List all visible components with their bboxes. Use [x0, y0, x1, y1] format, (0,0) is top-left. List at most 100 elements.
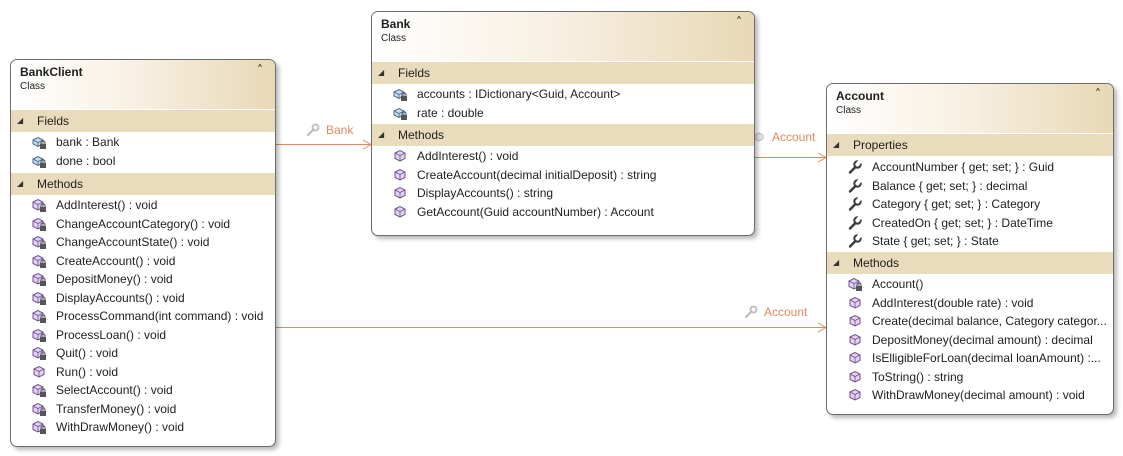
member-item[interactable]: SelectAccount() : void	[11, 381, 275, 400]
methods-list: Account() AddInterest(double rate) : void…	[827, 274, 1113, 405]
private-field-icon	[392, 105, 408, 121]
collapse-triangle-icon[interactable]: ◢	[17, 116, 24, 125]
section-methods-header[interactable]: ◢ Methods	[827, 252, 1113, 274]
class-bankclient[interactable]: BankClient Class ˄ ◢ Fields bank : Bank d…	[10, 59, 276, 447]
section-title: Methods	[398, 128, 445, 142]
member-item[interactable]: TransferMoney() : void	[11, 400, 275, 419]
member-item[interactable]: WithDrawMoney() : void	[11, 418, 275, 437]
member-item[interactable]: DepositMoney() : void	[11, 270, 275, 289]
member-item[interactable]: done : bool	[11, 152, 275, 171]
class-header[interactable]: BankClient Class ˄	[11, 60, 275, 110]
member-item[interactable]: DisplayAccounts() : void	[11, 289, 275, 308]
member-item[interactable]: WithDrawMoney(decimal amount) : void	[827, 386, 1113, 405]
public-method-icon	[392, 204, 408, 220]
class-kind: Class	[20, 81, 46, 92]
member-item[interactable]: accounts : IDictionary<Guid, Account>	[372, 85, 754, 104]
private-method-icon	[31, 327, 47, 343]
private-method-icon	[31, 345, 47, 361]
section-title: Fields	[37, 114, 70, 128]
member-item[interactable]: AccountNumber { get; set; } : Guid	[827, 158, 1113, 177]
member-item[interactable]: GetAccount(Guid accountNumber) : Account	[372, 203, 754, 222]
member-item[interactable]: IsElligibleForLoan(decimal loanAmount) :…	[827, 349, 1113, 368]
private-field-icon	[31, 134, 47, 150]
member-text: DisplayAccounts() : void	[56, 290, 185, 305]
member-text: bank : Bank	[56, 135, 120, 150]
member-item[interactable]: DisplayAccounts() : string	[372, 184, 754, 203]
member-item[interactable]: Run() : void	[11, 363, 275, 382]
private-field-icon	[31, 153, 47, 169]
collapse-triangle-icon[interactable]: ◢	[378, 130, 385, 139]
member-item[interactable]: DepositMoney(decimal amount) : decimal	[827, 331, 1113, 350]
section-title: Properties	[853, 138, 908, 152]
member-item[interactable]: ProcessLoan() : void	[11, 326, 275, 345]
class-kind: Class	[836, 105, 862, 116]
member-text: Account()	[872, 277, 924, 292]
member-item[interactable]: Category { get; set; } : Category	[827, 195, 1113, 214]
collapse-triangle-icon[interactable]: ◢	[17, 179, 24, 188]
member-item[interactable]: Quit() : void	[11, 344, 275, 363]
member-item[interactable]: CreateAccount() : void	[11, 252, 275, 271]
association-label-text: Bank	[326, 123, 354, 137]
member-item[interactable]: ProcessCommand(int command) : void	[11, 307, 275, 326]
section-methods-header[interactable]: ◢ Methods	[372, 124, 754, 146]
fields-list: bank : Bank done : bool	[11, 132, 275, 173]
member-item[interactable]: ToString() : string	[827, 368, 1113, 387]
wrench-property-icon	[847, 214, 863, 231]
member-item[interactable]: ChangeAccountState() : void	[11, 233, 275, 252]
private-method-icon	[31, 419, 47, 435]
member-text: AddInterest(double rate) : void	[872, 295, 1034, 310]
member-item[interactable]: AddInterest(double rate) : void	[827, 294, 1113, 313]
member-item[interactable]: rate : double	[372, 104, 754, 123]
association-label-bank[interactable]: Bank	[306, 123, 353, 137]
public-method-icon	[847, 295, 863, 311]
wrench-property-icon	[847, 196, 863, 212]
private-method-icon	[31, 216, 47, 232]
private-method-icon	[31, 401, 47, 417]
member-text: AddInterest() : void	[417, 149, 519, 164]
private-method-icon	[31, 234, 47, 250]
member-item[interactable]: State { get; set; } : State	[827, 232, 1113, 251]
chevron-double-up-icon[interactable]: ˄	[257, 63, 263, 77]
public-method-icon	[847, 387, 863, 403]
private-method-icon	[31, 382, 47, 398]
class-name: Bank	[381, 17, 411, 31]
chevron-double-up-icon[interactable]: ˄	[1095, 87, 1101, 101]
section-title: Methods	[853, 256, 900, 270]
member-text: Run() : void	[56, 364, 119, 379]
association-label-text: Account	[772, 130, 816, 144]
section-fields-header[interactable]: ◢ Fields	[372, 62, 754, 84]
private-method-icon	[31, 197, 47, 213]
class-account[interactable]: Account Class ˄ ◢ Properties AccountNumb…	[826, 83, 1114, 415]
collapse-triangle-icon[interactable]: ◢	[378, 68, 385, 77]
member-item[interactable]: Account()	[827, 275, 1113, 294]
collapse-triangle-icon[interactable]: ◢	[833, 258, 840, 267]
member-item[interactable]: bank : Bank	[11, 133, 275, 152]
member-item[interactable]: Create(decimal balance, Category categor…	[827, 312, 1113, 331]
association-label-account-from-client[interactable]: Account	[744, 305, 807, 319]
wrench-property-icon	[744, 305, 758, 319]
member-item[interactable]: CreatedOn { get; set; } : DateTime	[827, 214, 1113, 233]
member-item[interactable]: CreateAccount(decimal initialDeposit) : …	[372, 166, 754, 185]
section-fields-header[interactable]: ◢ Fields	[11, 110, 275, 132]
section-properties-header[interactable]: ◢ Properties	[827, 134, 1113, 156]
chevron-double-up-icon[interactable]: ˄	[736, 15, 742, 29]
member-item[interactable]: AddInterest() : void	[11, 196, 275, 215]
member-item[interactable]: ChangeAccountCategory() : void	[11, 215, 275, 234]
member-text: ToString() : string	[872, 369, 964, 384]
private-method-icon	[847, 276, 863, 292]
member-item[interactable]: Balance { get; set; } : decimal	[827, 177, 1113, 196]
member-text: done : bool	[56, 153, 116, 168]
member-text: CreateAccount(decimal initialDeposit) : …	[417, 167, 657, 182]
collapse-triangle-icon[interactable]: ◢	[833, 140, 840, 149]
member-item[interactable]: AddInterest() : void	[372, 147, 754, 166]
section-methods-header[interactable]: ◢ Methods	[11, 173, 275, 195]
member-text: Quit() : void	[56, 346, 119, 361]
class-bank[interactable]: Bank Class ˄ ◢ Fields accounts : IDictio…	[371, 11, 755, 236]
class-header[interactable]: Bank Class ˄	[372, 12, 754, 62]
class-header[interactable]: Account Class ˄	[827, 84, 1113, 134]
public-method-icon	[31, 364, 47, 380]
association-label-account-from-bank[interactable]: Account	[752, 130, 815, 144]
field-association-icon	[754, 132, 764, 142]
